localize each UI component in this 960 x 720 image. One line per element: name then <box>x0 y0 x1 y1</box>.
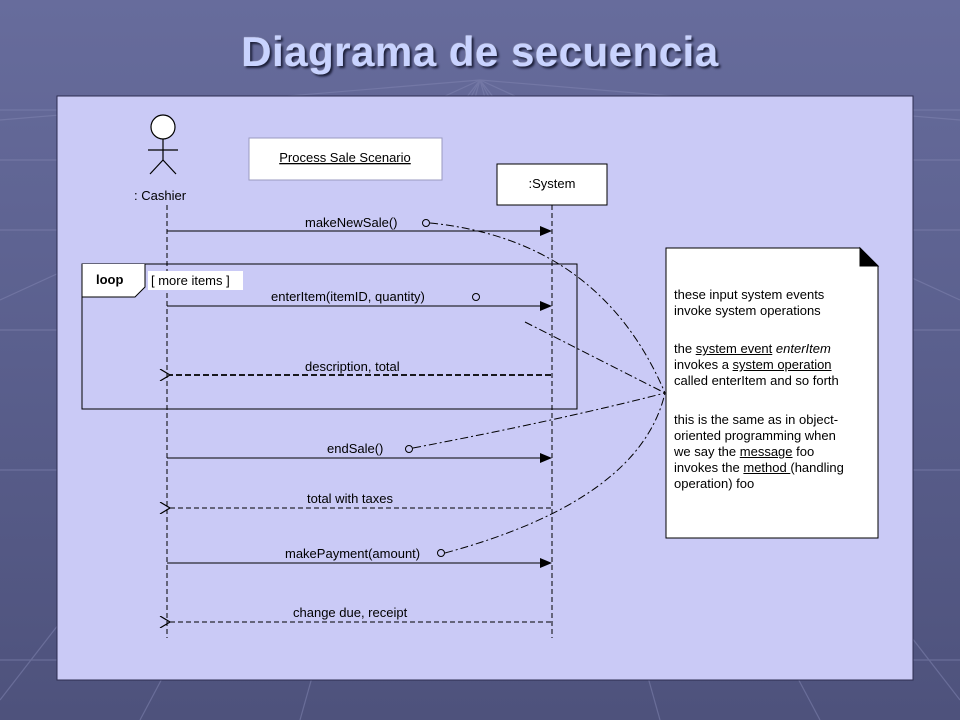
system-label: :System <box>529 176 576 191</box>
loop-guard-box <box>148 271 243 290</box>
slide-title: Diagrama de secuencia <box>241 28 719 75</box>
note-connectors <box>412 222 666 554</box>
note-link-system-event: system event <box>695 341 773 356</box>
message-label: change due, receipt <box>293 605 408 620</box>
loop-fragment <box>81 263 578 410</box>
loop-label-tab <box>81 264 146 298</box>
loop-guard: [ more items ] <box>151 273 230 288</box>
message-label: total with taxes <box>307 491 393 506</box>
note-text: these input system events invoke system … <box>666 248 878 538</box>
note-paragraph-3: this is the same as in object- oriented … <box>674 412 844 491</box>
scenario-title: Process Sale Scenario <box>279 150 411 165</box>
message-label: makePayment(amount) <box>285 546 420 561</box>
note-link-system-operation: system operation <box>732 357 832 372</box>
note-paragraph-2: the system event enterItem invokes a sys… <box>674 341 839 388</box>
note-box <box>665 247 879 539</box>
actor-label: : Cashier <box>134 188 187 203</box>
message-label: description, total <box>305 359 400 374</box>
note-link-method: method <box>743 460 791 475</box>
loop-keyword: loop <box>96 272 123 287</box>
note-anchor-circles <box>405 219 480 557</box>
cashier-actor <box>148 114 178 175</box>
note-link-message: message <box>739 444 793 459</box>
message-label: makeNewSale() <box>305 215 397 230</box>
note-paragraph-1: these input system events invoke system … <box>674 287 825 318</box>
message-label: enterItem(itemID, quantity) <box>271 289 425 304</box>
message-label: endSale() <box>327 441 383 456</box>
scenario-title-box <box>248 137 443 181</box>
note-folded-corner <box>859 246 880 267</box>
